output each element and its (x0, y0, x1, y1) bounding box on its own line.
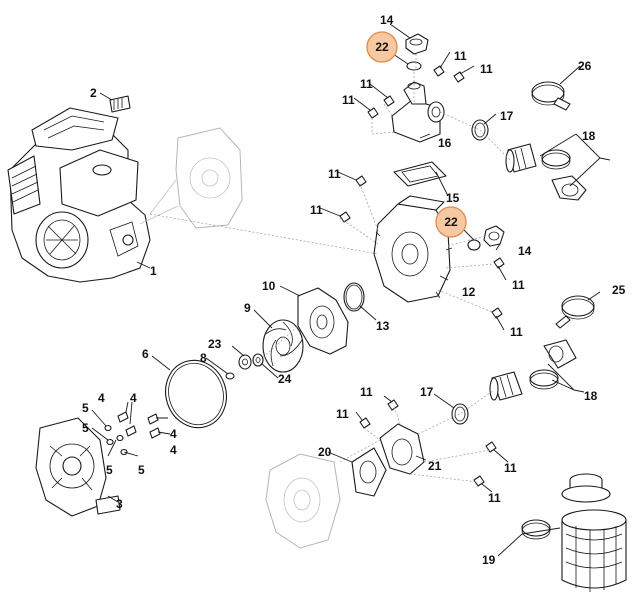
callout-11-k[interactable]: 11 (504, 461, 517, 475)
discharge-elbow-part[interactable] (391, 81, 445, 143)
seal-ring-22-mid-part[interactable] (467, 239, 481, 251)
leader-lines (91, 23, 611, 557)
callout-11-a[interactable]: 11 (454, 49, 467, 63)
callout-26[interactable]: 26 (578, 59, 592, 73)
seal-ring-22-top-part[interactable] (406, 61, 422, 71)
callout-21[interactable]: 21 (428, 459, 442, 473)
callout-17-bottom[interactable]: 17 (420, 385, 434, 399)
callout-18-top[interactable]: 18 (582, 129, 596, 143)
plug-part-mid[interactable] (483, 225, 505, 247)
shaft-seal-part[interactable] (238, 354, 252, 370)
callout-6[interactable]: 6 (142, 347, 149, 361)
callout-10[interactable]: 10 (262, 279, 276, 293)
callout-13[interactable]: 13 (376, 319, 390, 333)
callout-5-a[interactable]: 5 (82, 401, 89, 415)
assembly-guide-lines (149, 54, 511, 483)
callout-11-i[interactable]: 11 (360, 385, 373, 399)
callout-2[interactable]: 2 (90, 86, 97, 100)
hose-adapter-18-top-part[interactable] (505, 143, 587, 201)
callout-4-a[interactable]: 4 (98, 391, 105, 405)
callout-14-top[interactable]: 14 (380, 13, 394, 27)
gasket-17-top-part[interactable] (471, 119, 489, 141)
callout-22-top[interactable]: 22 (366, 31, 398, 63)
callout-11-h[interactable]: 11 (510, 325, 523, 339)
callout-11-j[interactable]: 11 (336, 407, 349, 421)
o-ring-13-part[interactable] (343, 282, 365, 312)
callout-23[interactable]: 23 (208, 337, 222, 351)
gasket-15-part[interactable] (393, 161, 447, 187)
callout-20[interactable]: 20 (318, 445, 332, 459)
callout-5-c[interactable]: 5 (106, 463, 113, 477)
callout-22-mid[interactable]: 22 (435, 206, 467, 238)
seal-ring-part[interactable] (225, 372, 235, 380)
callout-22-top-label: 22 (375, 40, 389, 54)
plug-part-top[interactable] (405, 33, 429, 55)
callout-5-d[interactable]: 5 (138, 463, 145, 477)
impeller-part[interactable] (262, 319, 304, 373)
callout-11-g[interactable]: 11 (512, 278, 525, 292)
callout-24[interactable]: 24 (278, 372, 292, 386)
callout-11-b[interactable]: 11 (480, 62, 493, 76)
callout-11-f[interactable]: 11 (310, 203, 323, 217)
lower-housing-faint (265, 453, 341, 549)
mounting-flange-part[interactable] (35, 417, 121, 517)
callout-11-l[interactable]: 11 (488, 491, 501, 505)
callout-labels: 1 2 3 4 4 4 4 5 5 5 5 6 8 9 10 23 24 13 … (82, 13, 626, 567)
volute-part[interactable] (297, 287, 349, 355)
bolt-11-set[interactable] (339, 65, 505, 487)
callout-17-top[interactable]: 17 (500, 109, 514, 123)
hose-adapter-18-bottom-part[interactable] (489, 339, 577, 401)
callout-4-c[interactable]: 4 (170, 427, 177, 441)
spacer-part[interactable] (252, 353, 264, 367)
bolt-washer-set-left[interactable] (104, 411, 161, 456)
callout-8[interactable]: 8 (200, 351, 207, 365)
callout-4-d[interactable]: 4 (170, 443, 177, 457)
hose-clamp-25-part[interactable] (555, 295, 595, 329)
o-ring-large-part[interactable] (157, 352, 235, 435)
callout-3[interactable]: 3 (116, 497, 123, 511)
callout-1[interactable]: 1 (150, 264, 157, 278)
callout-15[interactable]: 15 (446, 191, 460, 205)
callout-14-mid[interactable]: 14 (518, 244, 532, 258)
callout-4-b[interactable]: 4 (130, 391, 137, 405)
callout-12[interactable]: 12 (462, 285, 476, 299)
strainer-part[interactable] (521, 473, 627, 592)
pump-housing-part[interactable] (373, 195, 453, 303)
engine-adapter-plate-faint (139, 127, 243, 229)
callout-11-d[interactable]: 11 (342, 93, 355, 107)
callout-25[interactable]: 25 (612, 283, 626, 297)
callout-5-b[interactable]: 5 (82, 421, 89, 435)
key-part[interactable] (109, 95, 131, 113)
inlet-cover-part[interactable] (379, 423, 425, 475)
engine-part[interactable] (7, 107, 151, 283)
callout-18-bottom[interactable]: 18 (584, 389, 598, 403)
callout-11-c[interactable]: 11 (360, 77, 373, 91)
gasket-20-part[interactable] (351, 447, 387, 497)
callout-22-mid-label: 22 (444, 215, 458, 229)
hose-clamp-26-part[interactable] (531, 81, 571, 111)
callout-9[interactable]: 9 (244, 301, 251, 315)
callout-19[interactable]: 19 (482, 553, 496, 567)
callout-11-e[interactable]: 11 (328, 167, 341, 181)
callout-16[interactable]: 16 (438, 136, 452, 150)
gasket-17-bottom-part[interactable] (451, 403, 469, 425)
